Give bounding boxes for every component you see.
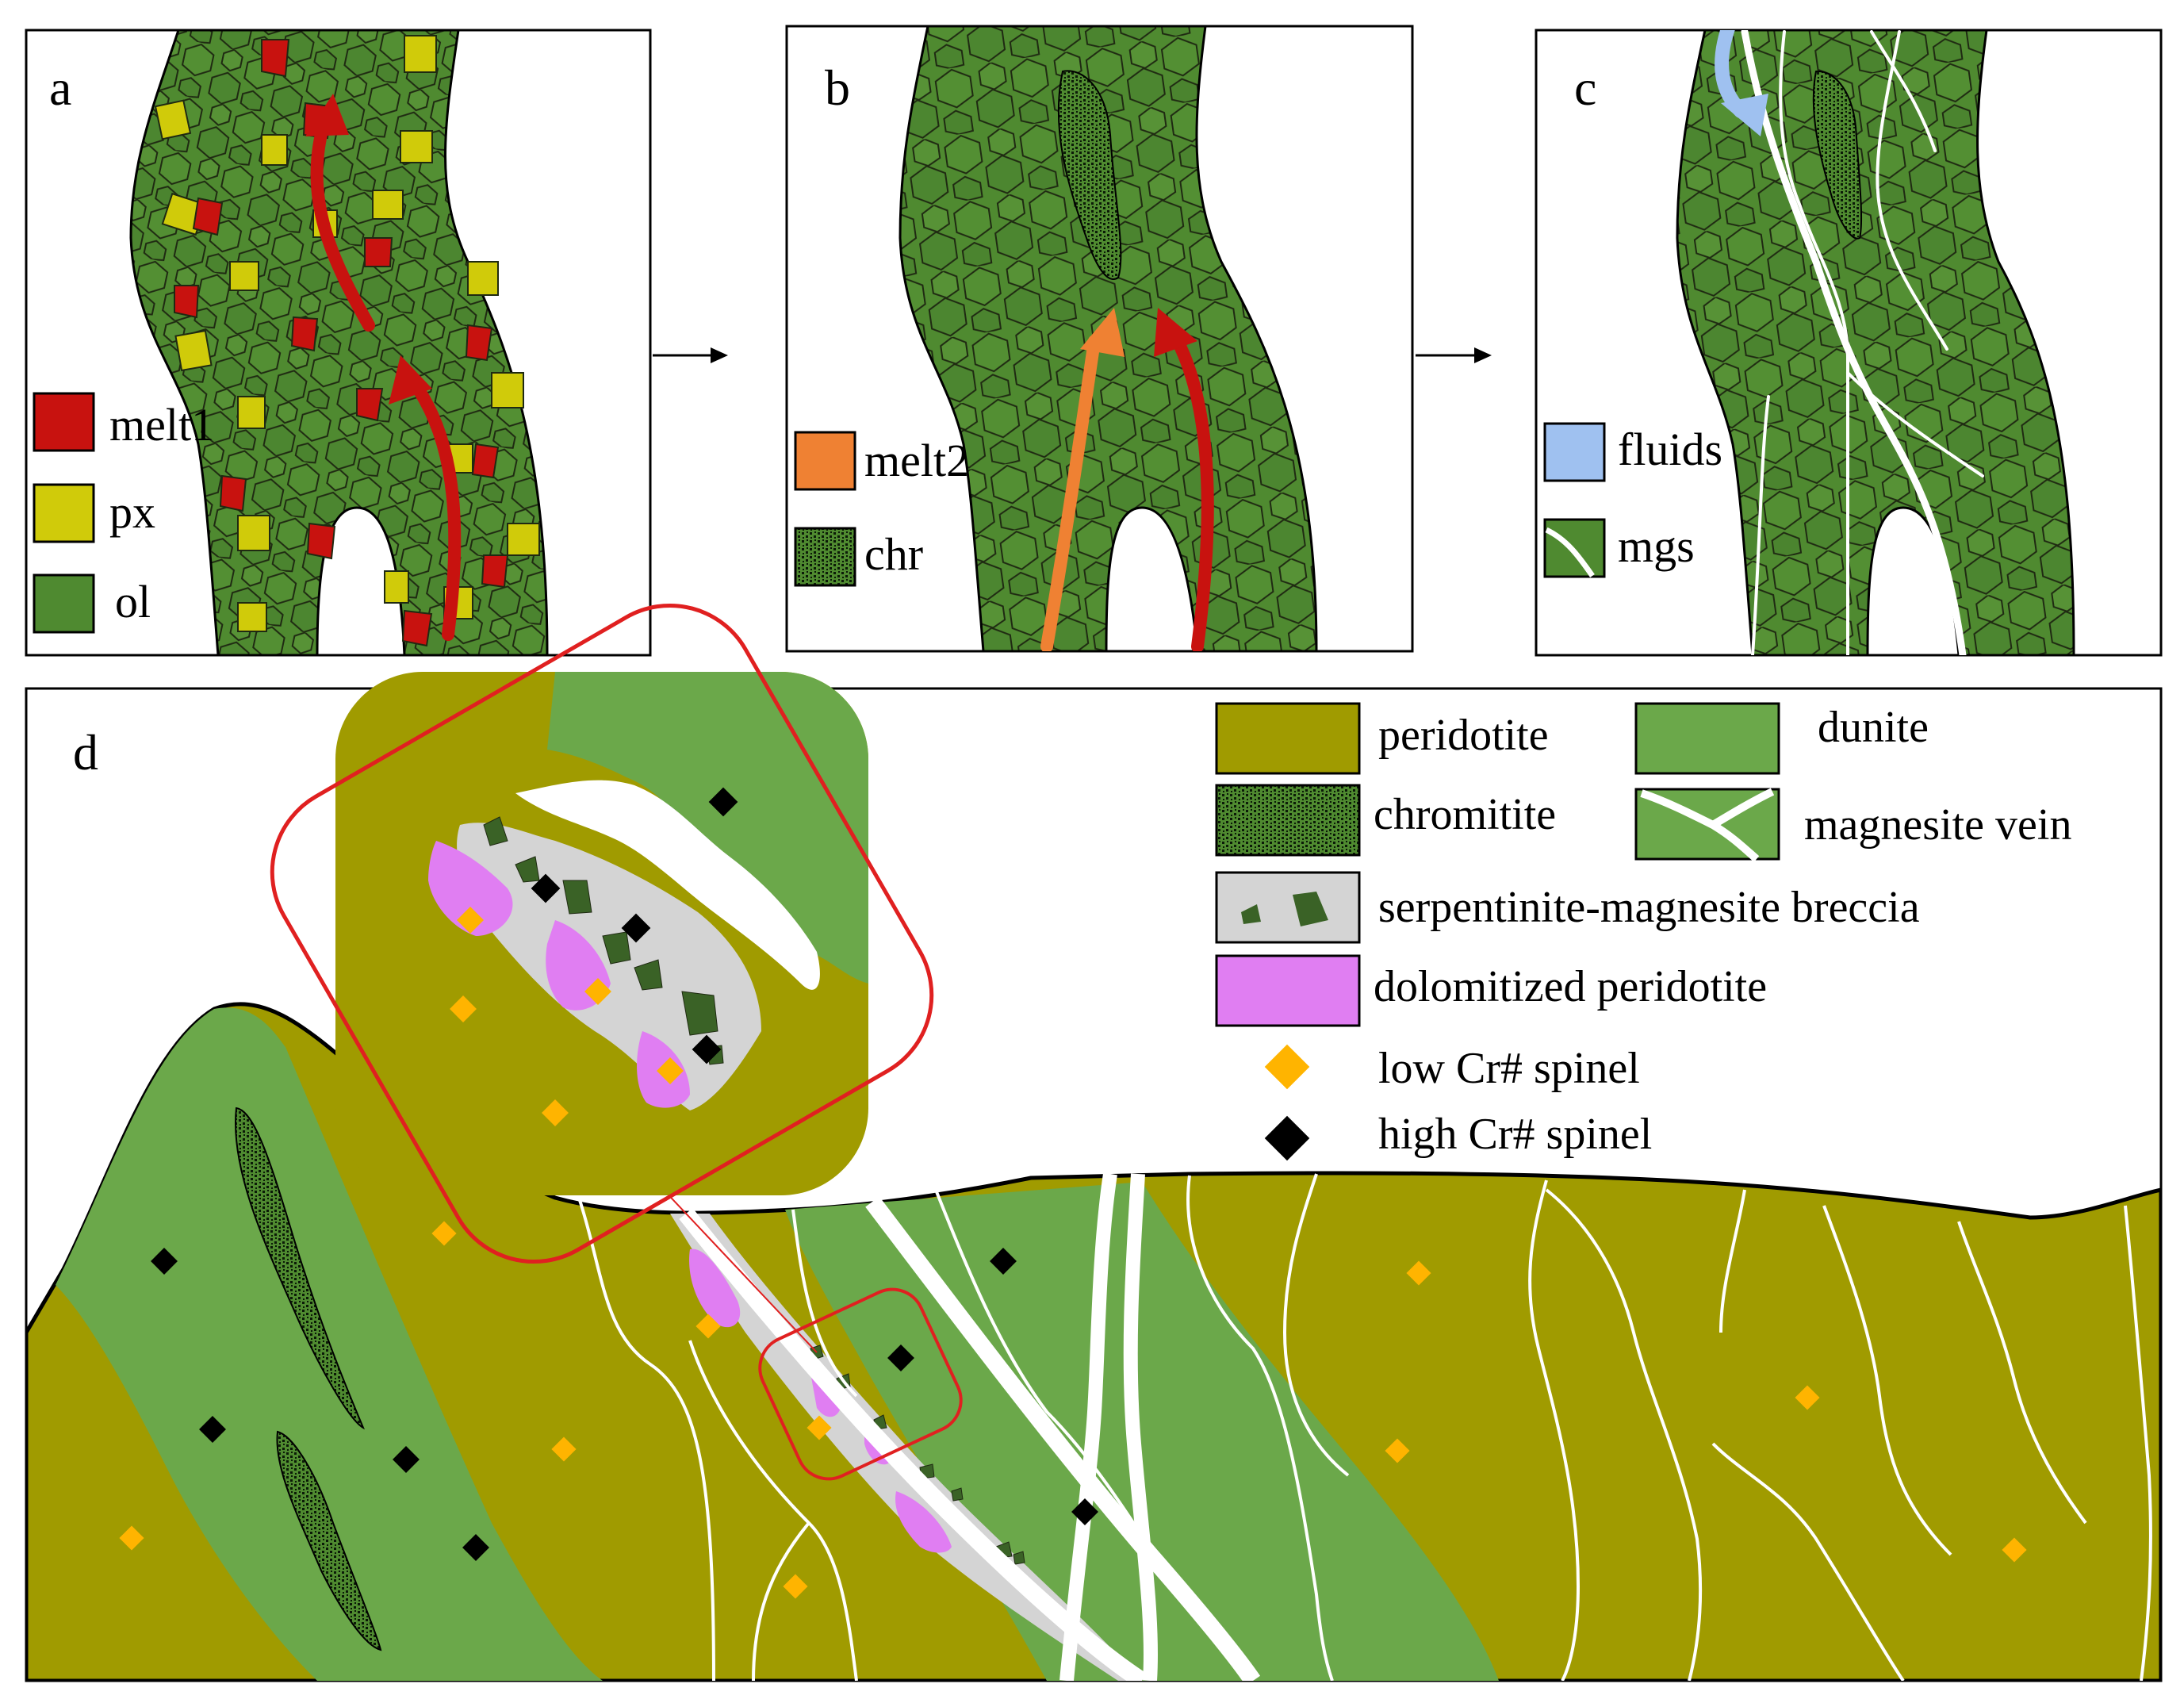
callout-spinel-markers bbox=[450, 787, 738, 1126]
melt1-flow-arrow-upper bbox=[310, 113, 375, 332]
melt1-arrowhead-lower bbox=[389, 355, 432, 405]
legend-swatch-breccia bbox=[1215, 871, 1361, 944]
panel-d-legend: peridotite dunite chromitite magnesite v… bbox=[1215, 702, 2071, 1161]
fluids-flow-arrow bbox=[1715, 30, 1748, 118]
chromitite-pod-lower bbox=[276, 1430, 382, 1651]
legend-swatch-melt1 bbox=[33, 392, 95, 452]
callout-fluid-channel bbox=[515, 780, 820, 990]
legend-label-magnesite-vein: magnesite vein bbox=[1804, 800, 2071, 850]
legend-label-chromitite: chromitite bbox=[1374, 790, 1556, 839]
callout-zoom bbox=[270, 603, 934, 1264]
legend-label-breccia: serpentinite-magnesite breccia bbox=[1378, 883, 1920, 932]
zoom-source-box bbox=[758, 1287, 963, 1481]
panel-c-letter: c bbox=[1574, 59, 1596, 116]
legend-label-dunite: dunite bbox=[1818, 703, 1929, 752]
legend-swatch-melt2 bbox=[794, 431, 856, 491]
legend-swatch-px bbox=[33, 483, 95, 543]
legend-label-peridotite: peridotite bbox=[1378, 711, 1549, 760]
legend-breccia-clast-icon-2 bbox=[1293, 892, 1328, 926]
melt2-arrowhead bbox=[1080, 308, 1125, 357]
magnesite-veins-thin bbox=[577, 1173, 2152, 1681]
legend-label-melt2: melt2 bbox=[864, 435, 969, 486]
legend-swatch-chromitite bbox=[1215, 784, 1361, 857]
panel-d-letter: d bbox=[73, 724, 98, 781]
sequence-arrow-a-b bbox=[653, 347, 728, 363]
legend-label-high-cr: high Cr# spinel bbox=[1378, 1110, 1652, 1159]
melt1-arrowhead-b bbox=[1154, 308, 1197, 357]
legend-label-ol: ol bbox=[115, 576, 151, 627]
melt1-arrowhead-upper bbox=[305, 94, 349, 136]
panel-b: b melt2 chr bbox=[785, 25, 1414, 653]
legend-mgs-vein-icon bbox=[1545, 527, 1595, 577]
chromitite-pod-c bbox=[1812, 70, 1863, 240]
legend-magnesite-vein-icon bbox=[1640, 788, 1775, 862]
panel-c: c fluids mgs bbox=[1535, 29, 2163, 657]
magnesite-veins-c bbox=[1741, 30, 1984, 655]
legend-marker-low-cr bbox=[1264, 1044, 1310, 1090]
panel-a: a melt1 px ol bbox=[25, 29, 652, 657]
callout-frame bbox=[270, 603, 934, 1264]
panel-a-letter: a bbox=[49, 59, 71, 116]
legend-label-px: px bbox=[109, 486, 155, 538]
dunite-band-right bbox=[785, 1182, 1499, 1681]
melt1-flow-arrow-lower bbox=[406, 374, 462, 641]
legend-breccia-clast-icon-1 bbox=[1241, 904, 1261, 924]
legend-swatch-peridotite bbox=[1215, 702, 1361, 775]
panel-c-rock-column bbox=[1676, 30, 2075, 655]
legend-swatch-fluids bbox=[1543, 422, 1606, 482]
legend-label-chr: chr bbox=[864, 528, 923, 580]
legend-swatch-ol bbox=[33, 573, 95, 634]
chromitite-pod-upper bbox=[235, 1107, 365, 1430]
legend-label-dolomitized: dolomitized peridotite bbox=[1374, 962, 1767, 1011]
legend-marker-high-cr bbox=[1264, 1115, 1310, 1161]
magnesite-veins-thick bbox=[679, 1172, 1261, 1681]
sequence-arrow-b-c bbox=[1416, 347, 1492, 363]
fluids-arrowhead bbox=[1721, 94, 1768, 136]
callout-breccia bbox=[457, 823, 761, 1110]
panel-b-legend: melt2 chr bbox=[794, 431, 969, 587]
legend-swatch-chr bbox=[794, 527, 856, 587]
panel-b-letter: b bbox=[825, 59, 850, 116]
chromitite-pod-b bbox=[1057, 70, 1122, 280]
callout-dunite bbox=[547, 672, 868, 984]
legend-label-mgs: mgs bbox=[1618, 520, 1695, 572]
melt1-flow-arrow-b bbox=[1171, 335, 1214, 651]
legend-label-fluids: fluids bbox=[1618, 424, 1722, 475]
panel-d: d peridotite dunite chromitite magnesite… bbox=[25, 603, 2163, 1682]
panel-c-legend: fluids mgs bbox=[1543, 422, 1722, 578]
legend-swatch-dolomitized bbox=[1215, 954, 1361, 1027]
panel-a-legend: melt1 px ol bbox=[33, 392, 214, 634]
legend-label-low-cr: low Cr# spinel bbox=[1378, 1044, 1640, 1093]
legend-swatch-dunite bbox=[1634, 702, 1780, 775]
legend-label-melt1: melt1 bbox=[109, 399, 214, 451]
melt2-flow-arrow bbox=[1040, 335, 1101, 651]
